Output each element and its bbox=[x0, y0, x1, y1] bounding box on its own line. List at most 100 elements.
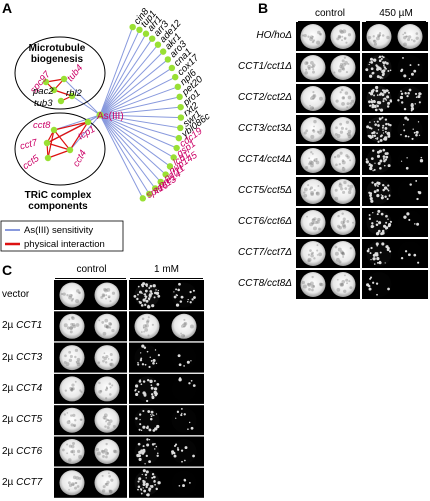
panel-c-label: C bbox=[2, 262, 13, 278]
gene-cct8: cct8 bbox=[33, 120, 51, 131]
node-cct4 bbox=[66, 146, 74, 154]
edge-pro1 bbox=[99, 106, 181, 116]
colony-c-treat-2-2 bbox=[171, 345, 197, 371]
tric-title-2: components bbox=[28, 201, 88, 212]
gene-cct4: cct4 bbox=[71, 148, 89, 169]
row-gene: CCT4 bbox=[16, 382, 43, 394]
edge-gsp1 bbox=[99, 114, 174, 158]
colony-c-control-0-1 bbox=[59, 282, 85, 308]
colony-b-treat-0-1 bbox=[366, 24, 392, 49]
node-nup145 bbox=[162, 171, 169, 178]
colony-c-treat-0-1 bbox=[133, 282, 161, 309]
edge-ade12 bbox=[99, 44, 159, 116]
node-tup1 bbox=[136, 26, 143, 34]
colony-b-control-5-1 bbox=[300, 179, 326, 204]
row-prefix: 2µ bbox=[2, 320, 17, 332]
panel-b-control-header: control bbox=[314, 8, 345, 19]
tric-group-circle bbox=[14, 112, 106, 186]
radial-edges bbox=[99, 26, 181, 199]
group-edge-blue bbox=[53, 114, 101, 131]
row-prefix: 2µ bbox=[2, 351, 17, 363]
colony-c-treat-4-1 bbox=[134, 407, 160, 433]
panel-a-label: A bbox=[2, 0, 13, 16]
panel-b-treat-header: 450 µM bbox=[379, 8, 413, 19]
panel-b-row-label: HO/hoΔ bbox=[256, 30, 292, 41]
node-tub3 bbox=[57, 97, 65, 105]
colony-b-treat-1-1 bbox=[365, 55, 392, 80]
edge-arr1 bbox=[99, 33, 147, 116]
edge-pet20 bbox=[99, 96, 180, 116]
node-spt16 bbox=[139, 195, 147, 202]
node-ybl086c bbox=[175, 134, 183, 142]
group-edge-blue bbox=[69, 114, 101, 151]
colony-c-treat-6-2 bbox=[171, 470, 197, 496]
gene-tub4: tub4 bbox=[65, 63, 85, 84]
panel-c-row-label: 2µ CCT5 bbox=[2, 414, 42, 425]
panel-b-label: B bbox=[258, 0, 269, 16]
panel-c-plates bbox=[54, 280, 204, 498]
edge-ybl086c bbox=[99, 114, 179, 139]
node-rbl2 bbox=[68, 92, 76, 100]
row-prefix: 2µ bbox=[2, 445, 17, 457]
colony-b-control-6-2 bbox=[330, 210, 356, 235]
panel-b-row-label: CCT5/cct5Δ bbox=[238, 185, 292, 196]
colony-b-treat-4-1 bbox=[365, 148, 392, 173]
row-gene: CCT3 bbox=[16, 351, 43, 363]
colony-c-treat-1-1 bbox=[134, 313, 160, 339]
microtubule-title-2: biogenesis bbox=[31, 54, 84, 65]
colony-c-treat-5-1 bbox=[134, 438, 160, 465]
edge-spt16 bbox=[99, 114, 144, 199]
row-gene: CCT7 bbox=[16, 476, 43, 488]
colony-b-control-8-2 bbox=[330, 272, 356, 297]
colony-b-control-0-1 bbox=[300, 24, 326, 49]
panel-c-treat-header: 1 mM bbox=[154, 264, 179, 275]
colony-c-treat-0-2 bbox=[171, 282, 197, 308]
panel-b-row-label: CCT7/cct7Δ bbox=[238, 247, 292, 258]
group-edge-red bbox=[47, 149, 71, 159]
colony-c-control-1-1 bbox=[59, 313, 85, 339]
tric-title-1: TRiC complex bbox=[25, 190, 92, 201]
colony-b-control-6-1 bbox=[300, 210, 326, 235]
node-pre14 bbox=[151, 185, 159, 192]
hub-label: As(III) bbox=[97, 111, 124, 122]
panel-b-row-label: CCT6/cct6Δ bbox=[238, 216, 292, 227]
edge-akr1 bbox=[99, 51, 164, 116]
node-rxt2 bbox=[177, 114, 185, 121]
edge-sec13 bbox=[99, 114, 150, 195]
plate-b-treat-3 bbox=[362, 115, 428, 144]
node-ade12 bbox=[154, 41, 162, 48]
colony-b-control-4-1 bbox=[300, 148, 326, 173]
colony-b-treat-0-2 bbox=[397, 24, 423, 49]
group-edge-red bbox=[46, 121, 89, 144]
panel-c-row-label: 2µ CCT6 bbox=[2, 446, 42, 457]
colony-c-control-2-2 bbox=[94, 345, 120, 371]
colony-c-control-4-1 bbox=[59, 407, 85, 433]
edge-swr1 bbox=[99, 114, 181, 129]
group-edge-red bbox=[53, 129, 71, 151]
colony-b-treat-3-2 bbox=[397, 116, 423, 142]
colony-c-treat-2-1 bbox=[134, 344, 161, 371]
colony-c-treat-1-2 bbox=[171, 313, 197, 339]
node-arr3 bbox=[148, 35, 156, 42]
colony-b-treat-2-2 bbox=[397, 86, 423, 112]
colony-c-control-2-1 bbox=[59, 345, 85, 371]
gene-cct7: cct7 bbox=[19, 137, 39, 152]
node-pac2 bbox=[50, 86, 58, 94]
colony-c-control-1-2 bbox=[94, 313, 120, 339]
node-pro1 bbox=[177, 103, 184, 111]
panel-a-network: cin8tup1arr1arr3ade12akr1aro3cna1cox17np… bbox=[0, 6, 213, 252]
group-edge-red bbox=[46, 142, 71, 151]
node-cct8 bbox=[50, 126, 58, 134]
edge-rxt2 bbox=[99, 114, 181, 119]
group-edge-blue bbox=[63, 78, 101, 116]
colony-b-control-7-2 bbox=[330, 241, 356, 266]
colony-b-treat-2-1 bbox=[366, 85, 393, 112]
plate-b-treat-7 bbox=[362, 239, 428, 268]
node-swr1 bbox=[177, 124, 184, 132]
node-pcf11 bbox=[157, 178, 164, 186]
row-prefix: 2µ bbox=[2, 382, 17, 394]
panel-c-row-label: 2µ CCT7 bbox=[2, 477, 42, 488]
colony-c-control-5-1 bbox=[59, 439, 85, 464]
panel-b-row-label: CCT4/cct4Δ bbox=[238, 154, 292, 165]
